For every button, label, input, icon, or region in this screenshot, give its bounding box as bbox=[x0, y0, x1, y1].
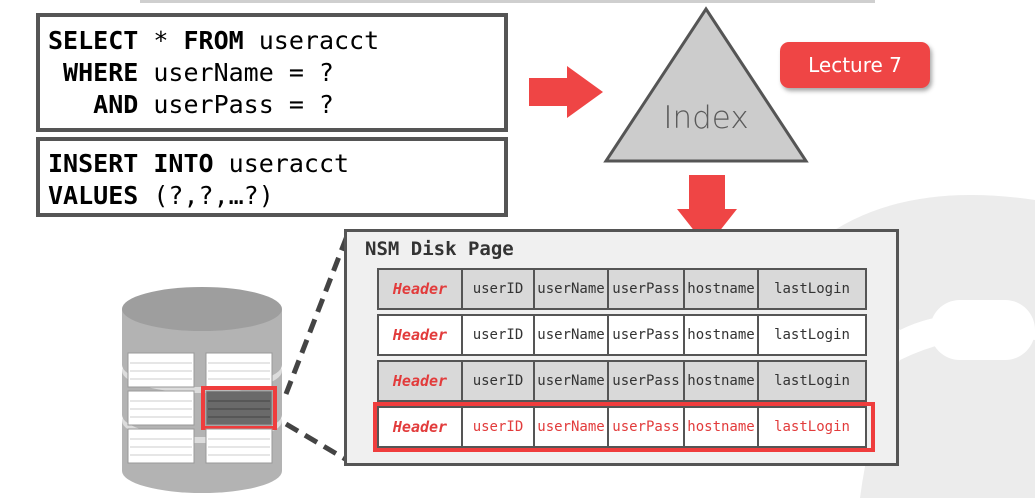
nsm-disk-page: NSM Disk Page Header userID userName use… bbox=[344, 229, 899, 466]
hostname-cell: hostname bbox=[683, 406, 759, 448]
sql-keyword: VALUES bbox=[48, 181, 139, 210]
tuple-row: Header userID userName userPass hostname… bbox=[377, 314, 871, 356]
lecture-badge[interactable]: Lecture 7 bbox=[780, 42, 930, 88]
top-divider bbox=[140, 0, 875, 3]
sql-keyword: FROM bbox=[183, 26, 244, 55]
index-triangle bbox=[603, 6, 809, 163]
select-query-box: SELECT * FROM useracct WHERE userName = … bbox=[36, 13, 508, 132]
userpass-cell: userPass bbox=[607, 406, 685, 448]
lastlogin-cell: lastLogin bbox=[757, 268, 867, 310]
sql-keyword: INTO bbox=[153, 149, 214, 178]
header-cell: Header bbox=[377, 314, 463, 356]
userpass-cell: userPass bbox=[607, 268, 685, 310]
sql-keyword: INSERT bbox=[48, 149, 139, 178]
index-label: Index bbox=[663, 100, 749, 136]
down-arrow-icon bbox=[677, 175, 737, 247]
tuple-row: Header userID userName userPass hostname… bbox=[377, 268, 871, 310]
sql-text: userPass = ? bbox=[138, 90, 334, 119]
insert-query-box: INSERT INTO useracct VALUES (?,?,…?) bbox=[36, 137, 508, 217]
right-arrow-icon bbox=[529, 66, 603, 118]
sql-text: useracct bbox=[213, 149, 350, 178]
selected-tuple-row: Header userID userName userPass hostname… bbox=[373, 402, 875, 452]
hostname-cell: hostname bbox=[683, 314, 759, 356]
sql-text: (?,?,…?) bbox=[138, 181, 274, 210]
sql-text: userName = ? bbox=[138, 58, 334, 87]
header-cell: Header bbox=[377, 360, 463, 402]
username-cell: userName bbox=[533, 360, 609, 402]
userid-cell: userID bbox=[461, 406, 535, 448]
sql-keyword: AND bbox=[48, 90, 139, 119]
lastlogin-cell: lastLogin bbox=[757, 360, 867, 402]
userid-cell: userID bbox=[461, 360, 535, 402]
header-cell: Header bbox=[377, 268, 463, 310]
userid-cell: userID bbox=[461, 268, 535, 310]
page-title: NSM Disk Page bbox=[365, 238, 514, 260]
database-cylinder-icon bbox=[122, 287, 282, 493]
header-cell: Header bbox=[377, 406, 463, 448]
username-cell: userName bbox=[533, 314, 609, 356]
sql-keyword: SELECT bbox=[48, 26, 139, 55]
sql-keyword: WHERE bbox=[48, 58, 139, 87]
sql-text: useracct bbox=[243, 26, 380, 55]
username-cell: userName bbox=[533, 406, 609, 448]
userpass-cell: userPass bbox=[607, 360, 685, 402]
lastlogin-cell: lastLogin bbox=[757, 406, 867, 448]
hostname-cell: hostname bbox=[683, 360, 759, 402]
username-cell: userName bbox=[533, 268, 609, 310]
lastlogin-cell: lastLogin bbox=[757, 314, 867, 356]
sql-text: * bbox=[138, 26, 184, 55]
userpass-cell: userPass bbox=[607, 314, 685, 356]
userid-cell: userID bbox=[461, 314, 535, 356]
tuple-row: Header userID userName userPass hostname… bbox=[377, 360, 871, 402]
hostname-cell: hostname bbox=[683, 268, 759, 310]
